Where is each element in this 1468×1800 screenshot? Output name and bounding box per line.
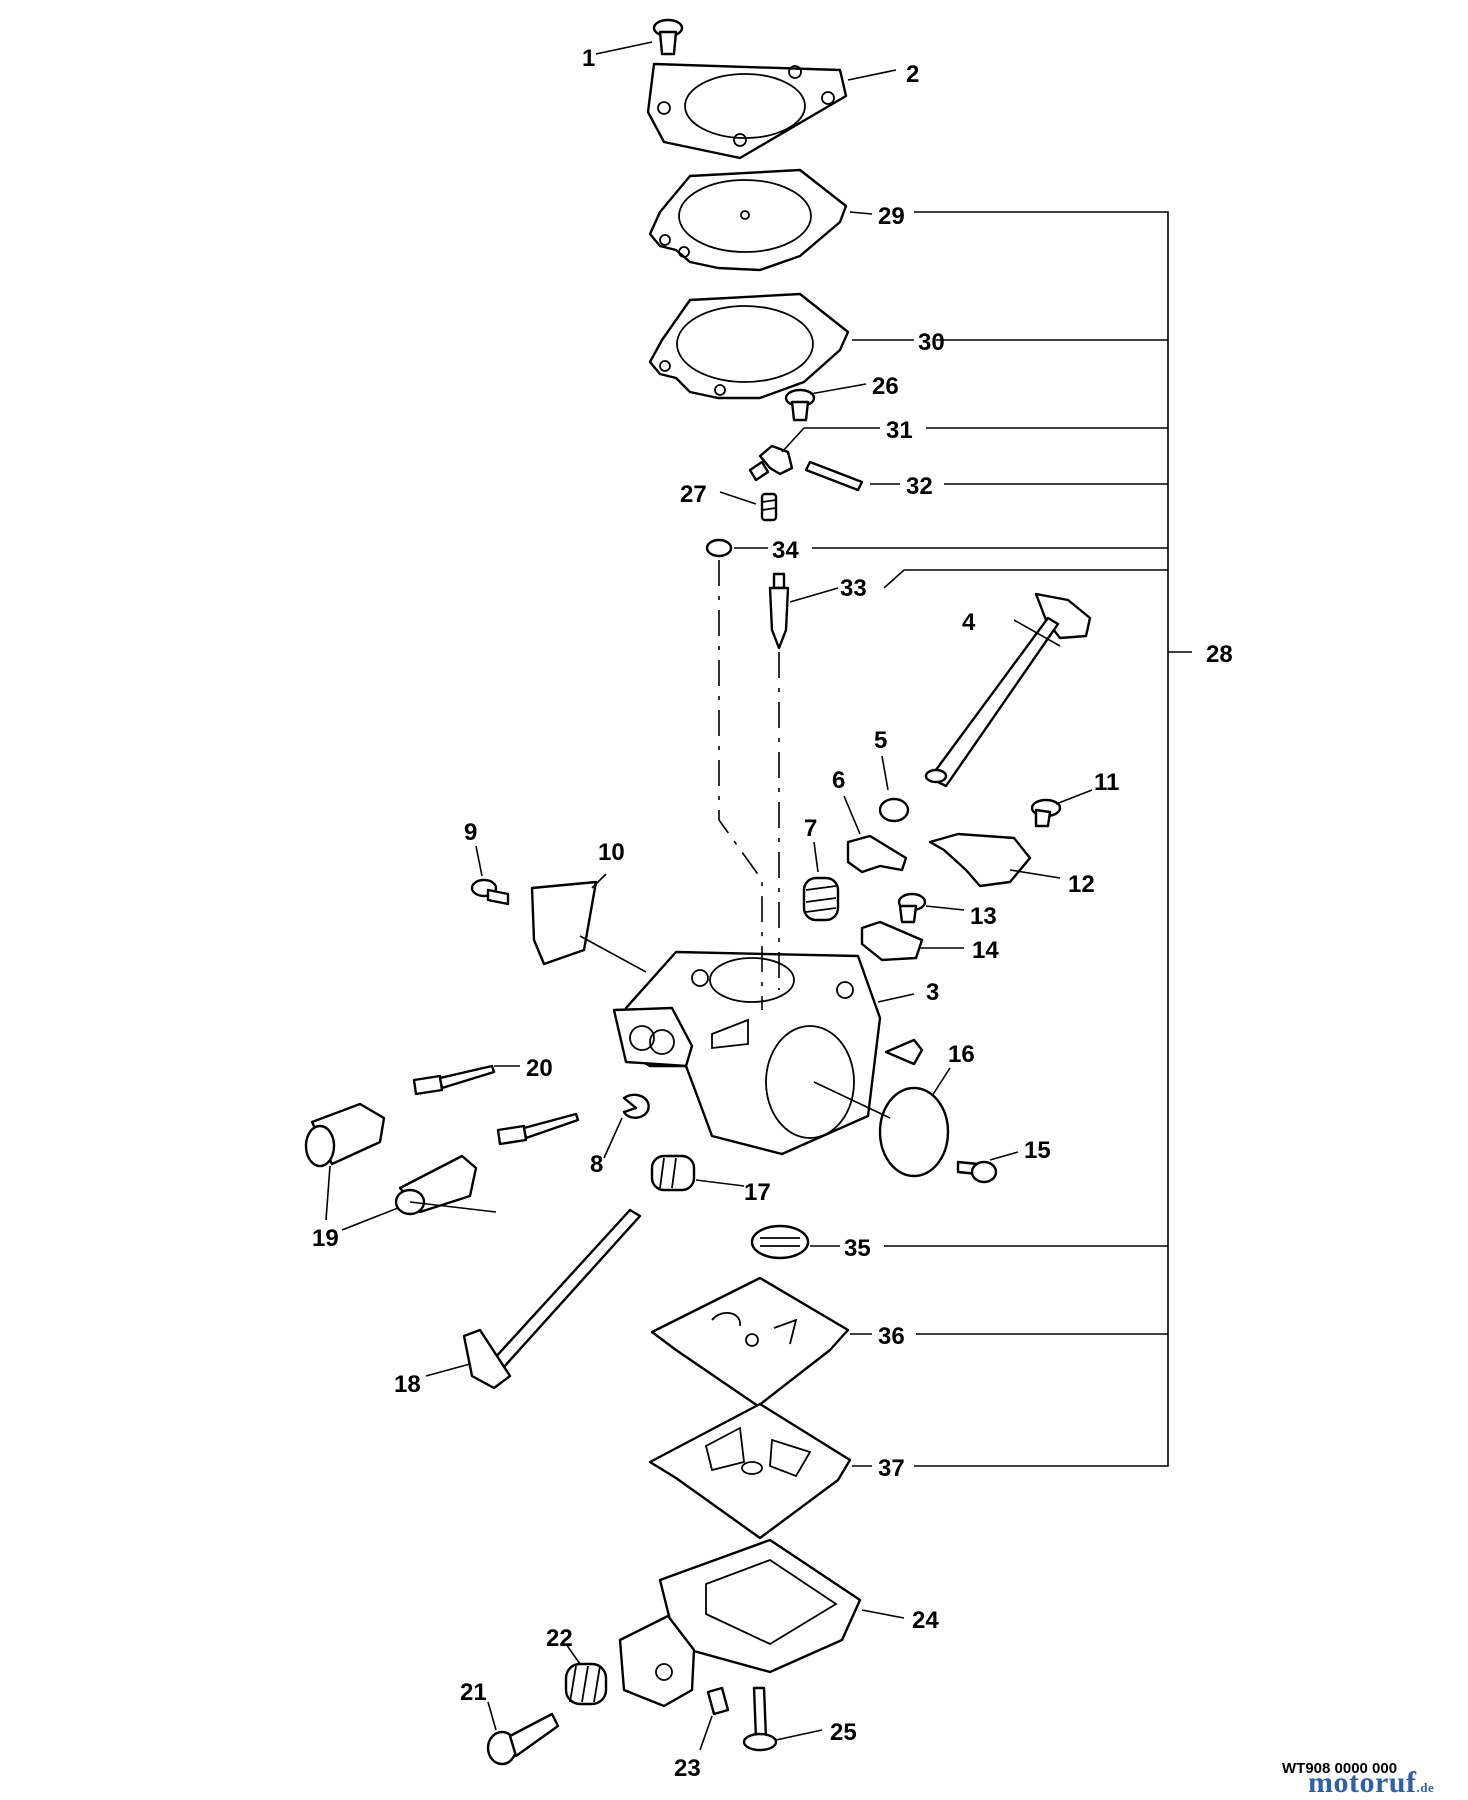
part-15-screw — [956, 1160, 998, 1184]
part-29-pump-diaphragm — [648, 168, 848, 272]
part-23-pin — [706, 1686, 730, 1716]
reference-code: WT908 0000 000 — [1282, 1760, 1398, 1777]
callout-28: 28 — [1206, 641, 1233, 668]
callout-13: 13 — [970, 903, 997, 930]
watermark-suffix: .de — [1416, 1780, 1435, 1795]
part-31-metering-lever — [748, 444, 794, 482]
callout-2: 2 — [906, 61, 919, 88]
callout-4: 4 — [962, 609, 976, 636]
callout-14: 14 — [972, 937, 999, 964]
part-33-needle-valve — [768, 572, 790, 650]
part-30-gasket — [648, 292, 850, 400]
callout-20: 20 — [526, 1055, 553, 1082]
part-37-gasket — [648, 1402, 852, 1540]
part-35-filter-screen — [750, 1224, 810, 1260]
callout-labels: 1 2 3 4 5 6 7 8 9 10 11 12 13 14 15 16 1… — [312, 45, 1233, 1782]
part-36-metering-diaphragm — [650, 1276, 850, 1408]
part-20-adjusting-needles — [412, 1064, 580, 1146]
callout-8: 8 — [590, 1151, 603, 1178]
callout-31: 31 — [886, 417, 913, 444]
part-18-choke-shaft — [462, 1208, 642, 1390]
callout-6: 6 — [832, 767, 845, 794]
callout-21: 21 — [460, 1679, 487, 1706]
part-17-spring — [650, 1154, 696, 1192]
part-34-plug — [705, 538, 733, 558]
callout-24: 24 — [912, 1607, 939, 1634]
part-21-idle-screw — [486, 1712, 560, 1766]
callout-18: 18 — [394, 1371, 421, 1398]
watermark-text: motoruf — [1308, 1766, 1417, 1799]
part-1-screw — [652, 18, 684, 56]
part-24-metering-cover — [618, 1538, 862, 1708]
callout-9: 9 — [464, 819, 477, 846]
part-3-carburetor-body — [612, 950, 924, 1156]
callout-32: 32 — [906, 473, 933, 500]
callout-1: 1 — [582, 45, 595, 72]
part-26-screw — [784, 388, 816, 422]
part-drawings — [304, 18, 1092, 1766]
part-10-choke-plate — [530, 880, 598, 966]
callout-23: 23 — [674, 1755, 701, 1782]
callout-26: 26 — [872, 373, 899, 400]
part-27-spring — [760, 492, 778, 522]
part-25-screw — [742, 1686, 778, 1752]
callout-36: 36 — [878, 1323, 905, 1350]
callout-22: 22 — [546, 1625, 573, 1652]
callout-12: 12 — [1068, 871, 1095, 898]
callout-27: 27 — [680, 481, 707, 508]
part-19-limiter-caps — [304, 1102, 478, 1216]
part-6-lever — [846, 834, 908, 874]
part-16-throttle-plate — [878, 1086, 950, 1178]
part-4-throttle-shaft — [924, 592, 1092, 788]
callout-25: 25 — [830, 1719, 857, 1746]
callout-33: 33 — [840, 575, 867, 602]
callout-5: 5 — [874, 727, 887, 754]
callout-7: 7 — [804, 815, 817, 842]
part-22-spring — [564, 1662, 608, 1706]
callout-10: 10 — [598, 839, 625, 866]
part-9-screw — [470, 878, 510, 906]
callout-34: 34 — [772, 537, 799, 564]
centerline-plug — [718, 560, 763, 1010]
part-8-clip — [622, 1093, 650, 1119]
callout-30: 30 — [918, 329, 945, 356]
callout-16: 16 — [948, 1041, 975, 1068]
callout-35: 35 — [844, 1235, 871, 1262]
part-12-throttle-lever — [928, 832, 1032, 888]
part-5-washer — [878, 797, 910, 823]
callout-17: 17 — [744, 1179, 771, 1206]
part-13-screw — [897, 892, 927, 924]
part-11-screw — [1030, 798, 1062, 828]
part-14-plate — [860, 920, 924, 962]
part-7-spring — [802, 876, 840, 922]
watermark-logo: motoruf.de — [1308, 1766, 1434, 1800]
part-2-pump-cover — [646, 62, 848, 160]
part-32-pin — [804, 460, 864, 492]
callout-19: 19 — [312, 1225, 339, 1252]
callout-37: 37 — [878, 1455, 905, 1482]
callout-15: 15 — [1024, 1137, 1051, 1164]
callout-11: 11 — [1094, 769, 1119, 796]
callout-3: 3 — [926, 979, 939, 1006]
leader-lines — [325, 41, 1192, 1751]
callout-29: 29 — [878, 203, 905, 230]
